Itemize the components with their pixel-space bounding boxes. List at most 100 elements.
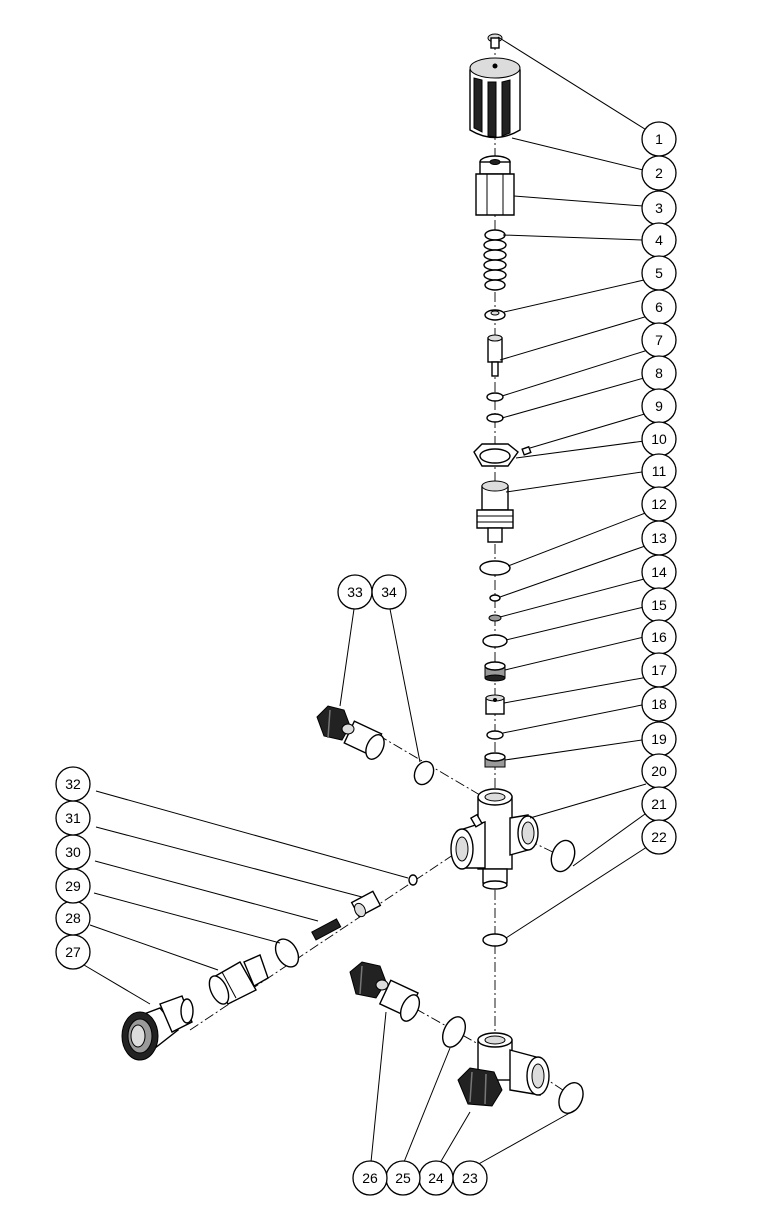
callout-31: 31 [55, 800, 91, 836]
callout-label: 30 [65, 844, 81, 860]
callout-27: 27 [55, 934, 91, 970]
part-26-banjo [349, 961, 421, 1022]
part-14-oring [488, 614, 502, 622]
callout-label: 24 [428, 1170, 444, 1186]
callout-13: 13 [641, 520, 677, 556]
callout-label: 29 [65, 878, 81, 894]
callout-label: 34 [381, 584, 397, 600]
part-12-oring [479, 560, 511, 576]
part-13-oring [489, 594, 501, 602]
part-11-fitting [476, 480, 514, 543]
callout-label: 22 [651, 829, 667, 845]
part-10-locknut [473, 443, 519, 467]
callout-34: 34 [371, 574, 407, 610]
callout-5: 5 [641, 255, 677, 291]
callout-label: 7 [655, 332, 663, 348]
callout-label: 4 [655, 232, 663, 248]
part-29-oring [274, 938, 300, 968]
part-15-oring [482, 634, 508, 648]
callout-label: 16 [651, 629, 667, 645]
callout-22: 22 [641, 819, 677, 855]
part-5-washer [484, 309, 506, 321]
callout-16: 16 [641, 619, 677, 655]
callout-label: 14 [651, 564, 667, 580]
callout-10: 10 [641, 421, 677, 457]
callout-24: 24 [418, 1160, 454, 1196]
callout-label: 8 [655, 365, 663, 381]
callout-23: 23 [452, 1160, 488, 1196]
callout-label: 15 [651, 597, 667, 613]
part-7-oring [486, 392, 504, 402]
callout-label: 21 [651, 796, 667, 812]
part-8-oring [486, 413, 504, 423]
part-28-fitting [208, 954, 269, 1005]
callout-label: 32 [65, 776, 81, 792]
part-22-oring [482, 933, 508, 947]
part-21-oring [550, 839, 576, 873]
callout-20: 20 [641, 753, 677, 789]
callout-label: 20 [651, 763, 667, 779]
callout-17: 17 [641, 652, 677, 688]
callout-label: 26 [362, 1170, 378, 1186]
callout-32: 32 [55, 766, 91, 802]
callout-1: 1 [641, 121, 677, 157]
callout-8: 8 [641, 355, 677, 391]
part-25-oring [441, 1016, 467, 1048]
leader-lines [83, 36, 653, 1167]
part-34-oring [413, 760, 435, 786]
callout-label: 18 [651, 696, 667, 712]
part-19-seat [484, 752, 506, 768]
part-27-coupler [121, 995, 194, 1061]
callout-label: 28 [65, 910, 81, 926]
part-16-seat [484, 661, 506, 682]
part-18-oring [486, 730, 504, 740]
part-20-body [450, 788, 539, 890]
part-2-knob [469, 57, 521, 139]
callout-label: 23 [462, 1170, 478, 1186]
callout-label: 9 [655, 398, 663, 414]
callout-25: 25 [385, 1160, 421, 1196]
callout-6: 6 [641, 289, 677, 325]
callout-26: 26 [352, 1160, 388, 1196]
callout-label: 19 [651, 731, 667, 747]
callout-label: 6 [655, 299, 663, 315]
callout-12: 12 [641, 486, 677, 522]
callout-label: 1 [655, 131, 663, 147]
callout-label: 10 [651, 431, 667, 447]
callout-label: 27 [65, 944, 81, 960]
callout-label: 17 [651, 662, 667, 678]
callout-11: 11 [641, 453, 677, 489]
callout-label: 25 [395, 1170, 411, 1186]
callout-14: 14 [641, 554, 677, 590]
callout-21: 21 [641, 786, 677, 822]
callout-label: 12 [651, 496, 667, 512]
part-32-oring [408, 874, 418, 886]
part-24-lower-body [457, 1032, 550, 1107]
callout-4: 4 [641, 222, 677, 258]
part-17-valve [485, 694, 505, 715]
callout-label: 11 [652, 463, 667, 479]
callout-label: 3 [655, 200, 663, 216]
callout-28: 28 [55, 900, 91, 936]
callout-label: 5 [655, 265, 663, 281]
callout-label: 2 [655, 165, 663, 181]
callout-33: 33 [337, 574, 373, 610]
callout-label: 13 [651, 530, 667, 546]
part-4-spring [483, 229, 507, 291]
callout-3: 3 [641, 190, 677, 226]
part-6-stem [487, 334, 503, 377]
part-1-screw [487, 33, 503, 49]
callout-18: 18 [641, 686, 677, 722]
callout-label: 31 [65, 810, 81, 826]
callout-15: 15 [641, 587, 677, 623]
callout-30: 30 [55, 834, 91, 870]
part-31-valve [350, 890, 382, 918]
callout-7: 7 [641, 322, 677, 358]
part-33-banjo [316, 705, 385, 760]
part-30-spring [311, 918, 342, 941]
part-23-oring [558, 1082, 584, 1114]
part-9-pin [521, 445, 532, 456]
assembly-axes [189, 40, 576, 1099]
part-3-nut [475, 155, 515, 216]
